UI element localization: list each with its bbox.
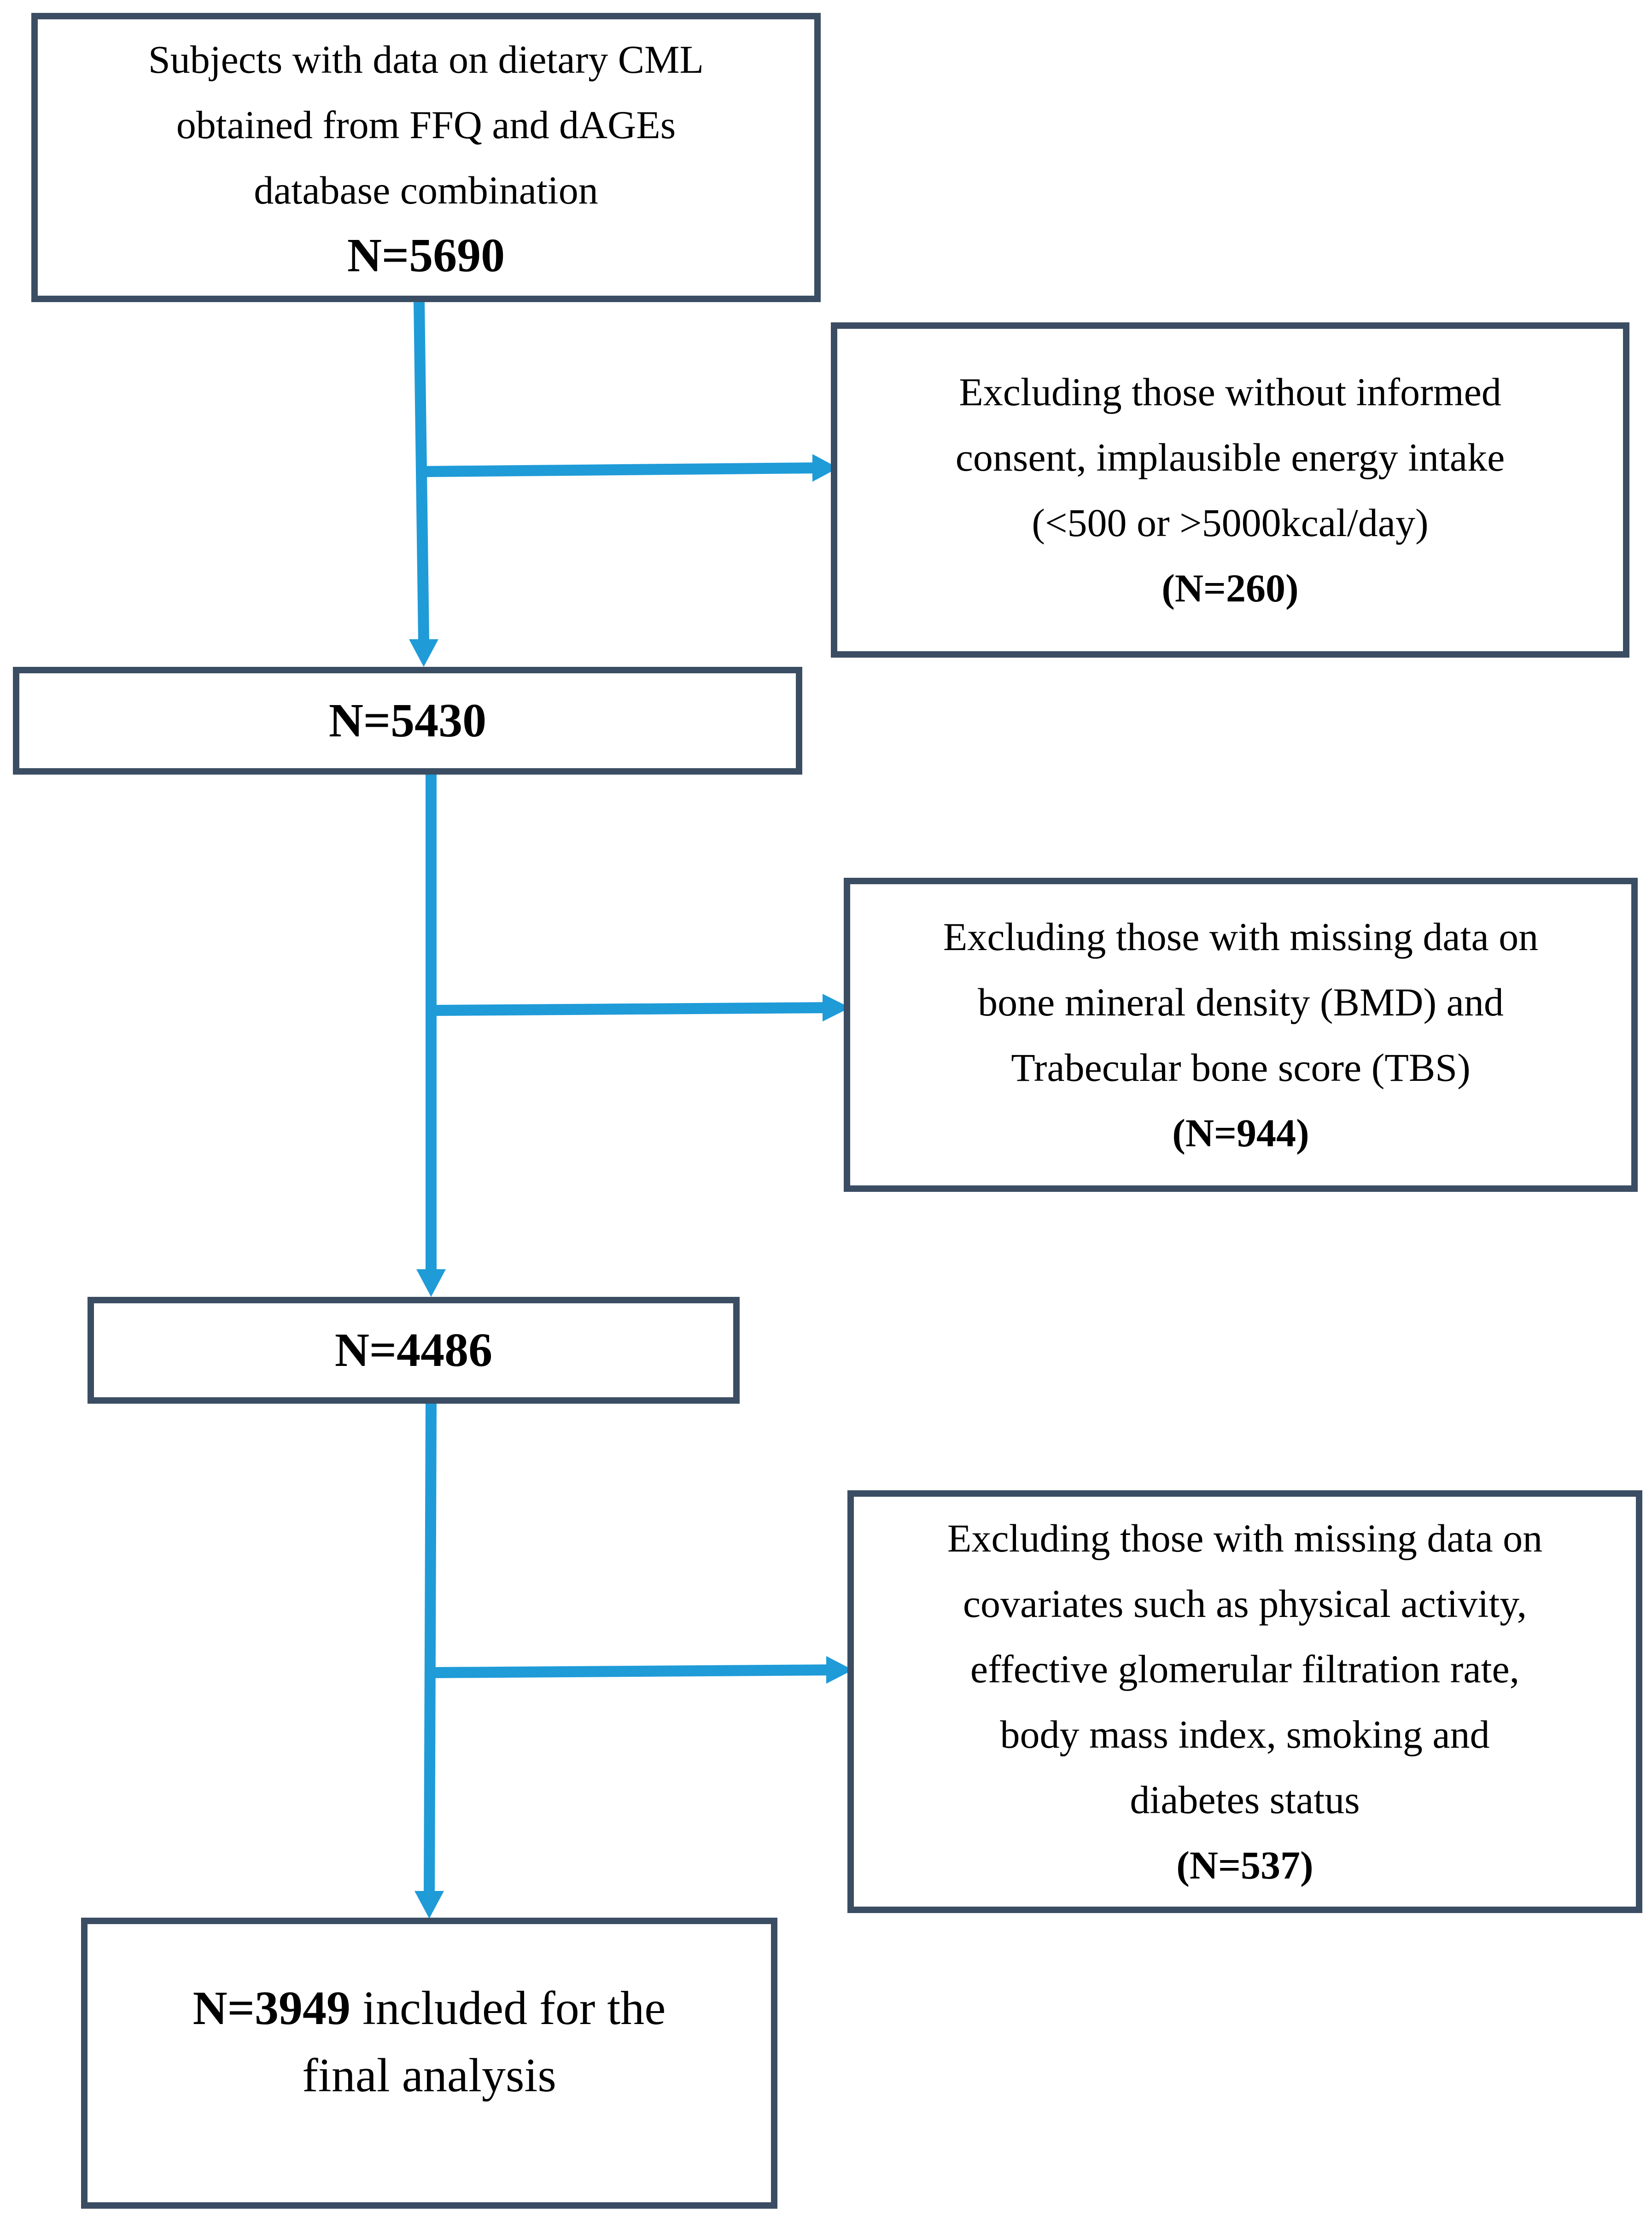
exclusion-arrow-1-shaft <box>421 462 819 477</box>
main-arrow-2-head <box>416 1269 446 1297</box>
box-exclusion-1: Excluding those without informed consent… <box>831 322 1629 658</box>
exclusion-arrow-3-head <box>826 1656 853 1684</box>
box-exclusion-2-line-1: Excluding those with missing data on <box>943 915 1539 959</box>
main-arrow-3-shaft <box>424 1403 437 1893</box>
box-final-count: N=3949 <box>193 1982 350 2035</box>
box-exclusion-2-line-3: Trabecular bone score (TBS) <box>1011 1045 1471 1090</box>
box-exclusion-3-line-2: covariates such as physical activity, <box>963 1581 1527 1626</box>
box-exclusion-3-line-3: effective glomerular filtration rate, <box>970 1647 1520 1691</box>
exclusion-arrow-3-shaft <box>430 1664 835 1678</box>
box-remaining-1: N=5430 <box>13 667 802 775</box>
box-start-line-1: Subjects with data on dietary CML <box>148 37 704 82</box>
box-exclusion-2-count: (N=944) <box>1172 1111 1309 1155</box>
exclusion-arrow-1-head <box>812 454 838 482</box>
box-start-count: N=5690 <box>347 229 505 282</box>
main-arrow-1-shaft <box>414 302 429 641</box>
box-exclusion-2: Excluding those with missing data on bon… <box>844 878 1638 1192</box>
exclusion-arrow-2-shaft <box>432 1002 830 1016</box>
box-exclusion-1-count: (N=260) <box>1162 566 1299 610</box>
box-exclusion-3-line-4: body mass index, smoking and <box>1000 1712 1490 1756</box>
box-final-line-2: final analysis <box>302 2049 556 2102</box>
box-exclusion-3-line-5: diabetes status <box>1130 1778 1360 1822</box>
box-exclusion-2-line-2: bone mineral density (BMD) and <box>978 980 1504 1024</box>
box-exclusion-1-line-1: Excluding those without informed <box>959 370 1501 414</box>
box-exclusion-1-line-3: (<500 or >5000kcal/day) <box>1032 501 1429 545</box>
main-arrow-1-head <box>409 639 438 667</box>
box-exclusion-3-line-1: Excluding those with missing data on <box>947 1516 1543 1560</box>
box-exclusion-1-line-2: consent, implausible energy intake <box>955 435 1505 479</box>
box-start-line-3: database combination <box>254 168 598 212</box>
box-final-line-1-text: included for the <box>350 1982 666 2035</box>
exclusion-arrow-2-head <box>823 994 850 1021</box>
box-remaining-2-count: N=4486 <box>334 1324 493 1377</box>
box-start-line-2: obtained from FFQ and dAGEs <box>176 103 676 147</box>
box-final-line-1: N=3949 included for the <box>193 1975 666 2042</box>
box-start-population: Subjects with data on dietary CML obtain… <box>31 13 821 302</box>
box-exclusion-3: Excluding those with missing data on cov… <box>847 1490 1642 1913</box>
box-remaining-2: N=4486 <box>88 1297 740 1404</box>
box-remaining-1-count: N=5430 <box>328 694 487 747</box>
main-arrow-3-head <box>414 1891 444 1919</box>
box-exclusion-3-count: (N=537) <box>1176 1843 1313 1887</box>
box-final-analysis: N=3949 included for the final analysis <box>81 1918 777 2209</box>
